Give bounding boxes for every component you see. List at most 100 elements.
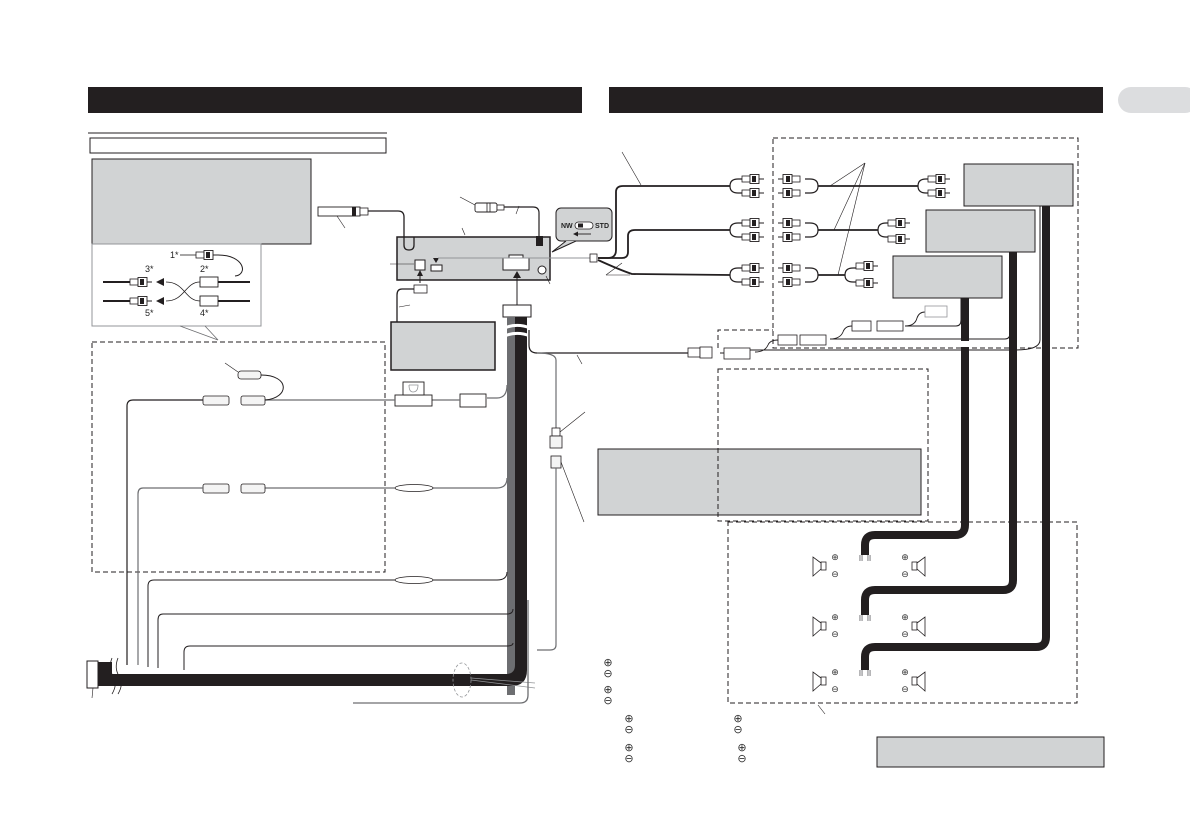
harness-plug	[502, 304, 532, 318]
note-box-device	[390, 321, 496, 371]
note-box-bottom-right	[876, 736, 1105, 768]
rca-extension-rear	[777, 218, 801, 242]
bullet-connector-female-icon	[240, 395, 266, 406]
speaker-right-icon	[911, 556, 926, 577]
bullet-socket-icon	[550, 455, 562, 469]
speaker-right-icon	[911, 671, 926, 692]
remote-plug-icon	[687, 347, 701, 358]
inset-label-5: 5*	[145, 308, 154, 318]
antenna-plug-small-icon	[237, 370, 262, 380]
remote-socket-icon	[723, 347, 751, 360]
remote-plug-icon	[851, 320, 872, 332]
polarity-plus-label: ⊕	[901, 613, 909, 623]
legend-minus-label: ⊖	[603, 667, 612, 680]
arrow-left-icon	[573, 231, 578, 237]
bullet-connector-male-icon	[202, 395, 230, 406]
section-header-left	[88, 87, 582, 113]
rca-extension-front	[777, 174, 801, 198]
amp-rca-input-icon	[927, 188, 951, 198]
legend-minus-label: ⊖	[733, 723, 742, 736]
rca-extension-sub	[777, 263, 801, 287]
amp-rca-input-icon	[855, 278, 879, 288]
bullet-connector-female-icon	[240, 483, 266, 494]
arrow-icon	[156, 297, 164, 305]
polarity-minus-label: ⊖	[831, 630, 839, 640]
switch-label-nw: NW	[561, 223, 573, 230]
legend-plus-label: ⊕	[624, 741, 633, 754]
legend-minus-label: ⊖	[603, 694, 612, 707]
rca-output-front	[729, 174, 765, 198]
inset-label-3: 3*	[145, 264, 154, 274]
speaker-pair-rear: ⊕ ⊖ ⊕ ⊖	[812, 613, 926, 640]
speaker-left-icon	[812, 671, 827, 692]
rca-output-sub	[729, 263, 765, 287]
remote-input-port	[430, 264, 443, 272]
ipbus-port	[414, 259, 426, 271]
legend-plus-label: ⊕	[603, 656, 612, 669]
amp-rca-input-icon	[855, 261, 879, 271]
polarity-minus-label: ⊖	[831, 685, 839, 695]
inset-label-2: 2*	[200, 264, 209, 274]
speaker-region	[727, 521, 1078, 704]
subsection-heading-box	[89, 137, 387, 154]
ipbus-plug-icon	[413, 284, 428, 294]
polarity-minus-label: ⊖	[901, 685, 909, 695]
legend-plus-label: ⊕	[624, 712, 633, 725]
inset-pointer	[179, 325, 219, 341]
amp-rca-input-icon	[887, 234, 911, 244]
legend-minus-label: ⊖	[624, 752, 633, 765]
polarity-plus-label: ⊕	[831, 613, 839, 623]
polarity-legend: ⊕⊖⊕⊖⊕⊖⊕⊖⊕⊖⊕⊖	[603, 656, 746, 765]
iso-connector	[86, 660, 99, 689]
polarity-plus-label: ⊕	[831, 668, 839, 678]
legend-plus-label: ⊕	[737, 741, 746, 754]
note-box-top-left	[91, 158, 312, 245]
remote-plug-icon	[777, 334, 798, 346]
bullet-connector-male-icon	[202, 483, 230, 494]
speaker-left-icon	[812, 616, 827, 637]
amplifier-front	[963, 163, 1074, 207]
section-header-right	[609, 87, 1103, 113]
polarity-plus-label: ⊕	[901, 668, 909, 678]
polarity-minus-label: ⊖	[831, 570, 839, 580]
page-tab	[1118, 87, 1190, 113]
ground-screw-icon	[537, 265, 547, 275]
amp-rca-input-icon	[887, 218, 911, 228]
note-box-middle	[597, 448, 922, 516]
optional-region-amps	[772, 137, 1079, 349]
legend-plus-label: ⊕	[603, 683, 612, 696]
switch-label-std: STD	[595, 223, 609, 230]
remote-plug-icon	[924, 305, 948, 318]
inset-label-1: 1*	[170, 250, 179, 260]
main-harness-bundle	[100, 317, 527, 686]
arrow-icon	[156, 278, 164, 286]
legend-minus-label: ⊖	[737, 752, 746, 765]
fuse-holder	[459, 393, 487, 408]
remote-socket-icon	[799, 334, 827, 346]
legend-minus-label: ⊖	[624, 723, 633, 736]
rca-output-rear	[729, 218, 765, 242]
polarity-minus-label: ⊖	[901, 570, 909, 580]
polarity-plus-label: ⊕	[901, 553, 909, 563]
speaker-left-icon	[812, 556, 827, 577]
nw-std-switch[interactable]	[574, 221, 594, 230]
polarity-minus-label: ⊖	[901, 630, 909, 640]
inline-fuse-icon	[394, 576, 434, 584]
optional-region-left	[91, 341, 386, 573]
legend-plus-label: ⊕	[733, 712, 742, 725]
remote-socket-icon	[876, 320, 904, 332]
speaker-pair-sub: ⊕ ⊖ ⊕ ⊖	[812, 668, 926, 695]
inline-fuse-icon	[394, 484, 434, 492]
mic-plug-icon	[474, 202, 498, 213]
amplifier-sub	[892, 255, 1003, 299]
inset-label-4: 4*	[200, 308, 209, 318]
speaker-right-icon	[911, 616, 926, 637]
amplifier-rear	[925, 209, 1036, 253]
bullet-plug-icon	[551, 427, 561, 437]
polarity-plus-label: ⊕	[831, 553, 839, 563]
relay-icon	[394, 394, 433, 407]
optional-region-mid	[717, 368, 929, 522]
mic-jack	[536, 236, 543, 246]
speaker-pair-front: ⊕ ⊖ ⊕ ⊖	[812, 553, 926, 580]
